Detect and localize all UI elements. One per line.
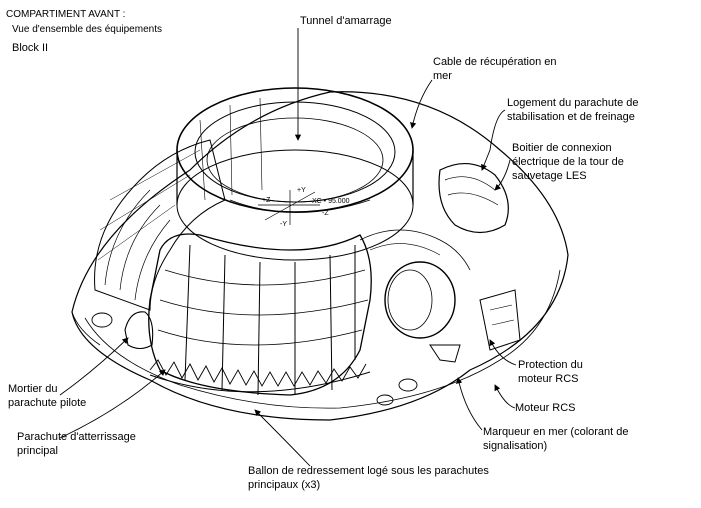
leader-mortier xyxy=(59,337,129,396)
parachute-pack-left xyxy=(94,139,226,311)
heat-shield-outline xyxy=(71,91,569,421)
label-boitier: Boitier de connexion électrique de la to… xyxy=(512,142,624,182)
label-marqueur: Marqueur en mer (colorant de signalisati… xyxy=(483,426,629,452)
label-ballon: Ballon de redressement logé sous les par… xyxy=(248,465,489,491)
leader-protection xyxy=(489,339,517,366)
label-mortier: Mortier du parachute pilote xyxy=(8,383,87,409)
pilot-mortar xyxy=(124,311,154,350)
leader-boitier xyxy=(494,159,511,191)
axis-minus-y: -Y xyxy=(280,221,287,228)
leader-logement xyxy=(481,109,506,171)
rcs-engine-block xyxy=(479,289,521,351)
axis-plus-y: +Y xyxy=(297,187,306,194)
leader-cable xyxy=(410,79,433,129)
title-line2: Vue d'ensemble des équipements xyxy=(12,24,162,35)
label-tunnel: Tunnel d'amarrage xyxy=(300,15,392,27)
title-line1: COMPARTIMENT AVANT : xyxy=(6,9,126,20)
sea-marker-canister xyxy=(384,261,456,339)
title-line3: Block II xyxy=(12,42,49,54)
stabilization-parachute-housing xyxy=(438,163,509,234)
leader-atterrissage xyxy=(59,369,166,439)
label-cable: Cable de récupération en mer xyxy=(433,56,557,82)
leader-moteur xyxy=(494,384,516,409)
axis-plus-z: +Z xyxy=(262,197,271,204)
label-moteur: Moteur RCS xyxy=(515,402,576,414)
uprighting-balloon-band xyxy=(149,359,367,387)
axis-minus-z: -Z xyxy=(322,210,329,217)
label-logement: Logement du parachute de stabilisation e… xyxy=(507,97,639,123)
label-atterrissage: Parachute d'atterrissage principal xyxy=(17,431,136,457)
station-marking: XC • 95.000 xyxy=(312,198,350,205)
leader-ballon xyxy=(254,409,311,467)
label-protection: Protection du moteur RCS xyxy=(518,359,583,385)
leader-marqueur xyxy=(456,377,483,431)
